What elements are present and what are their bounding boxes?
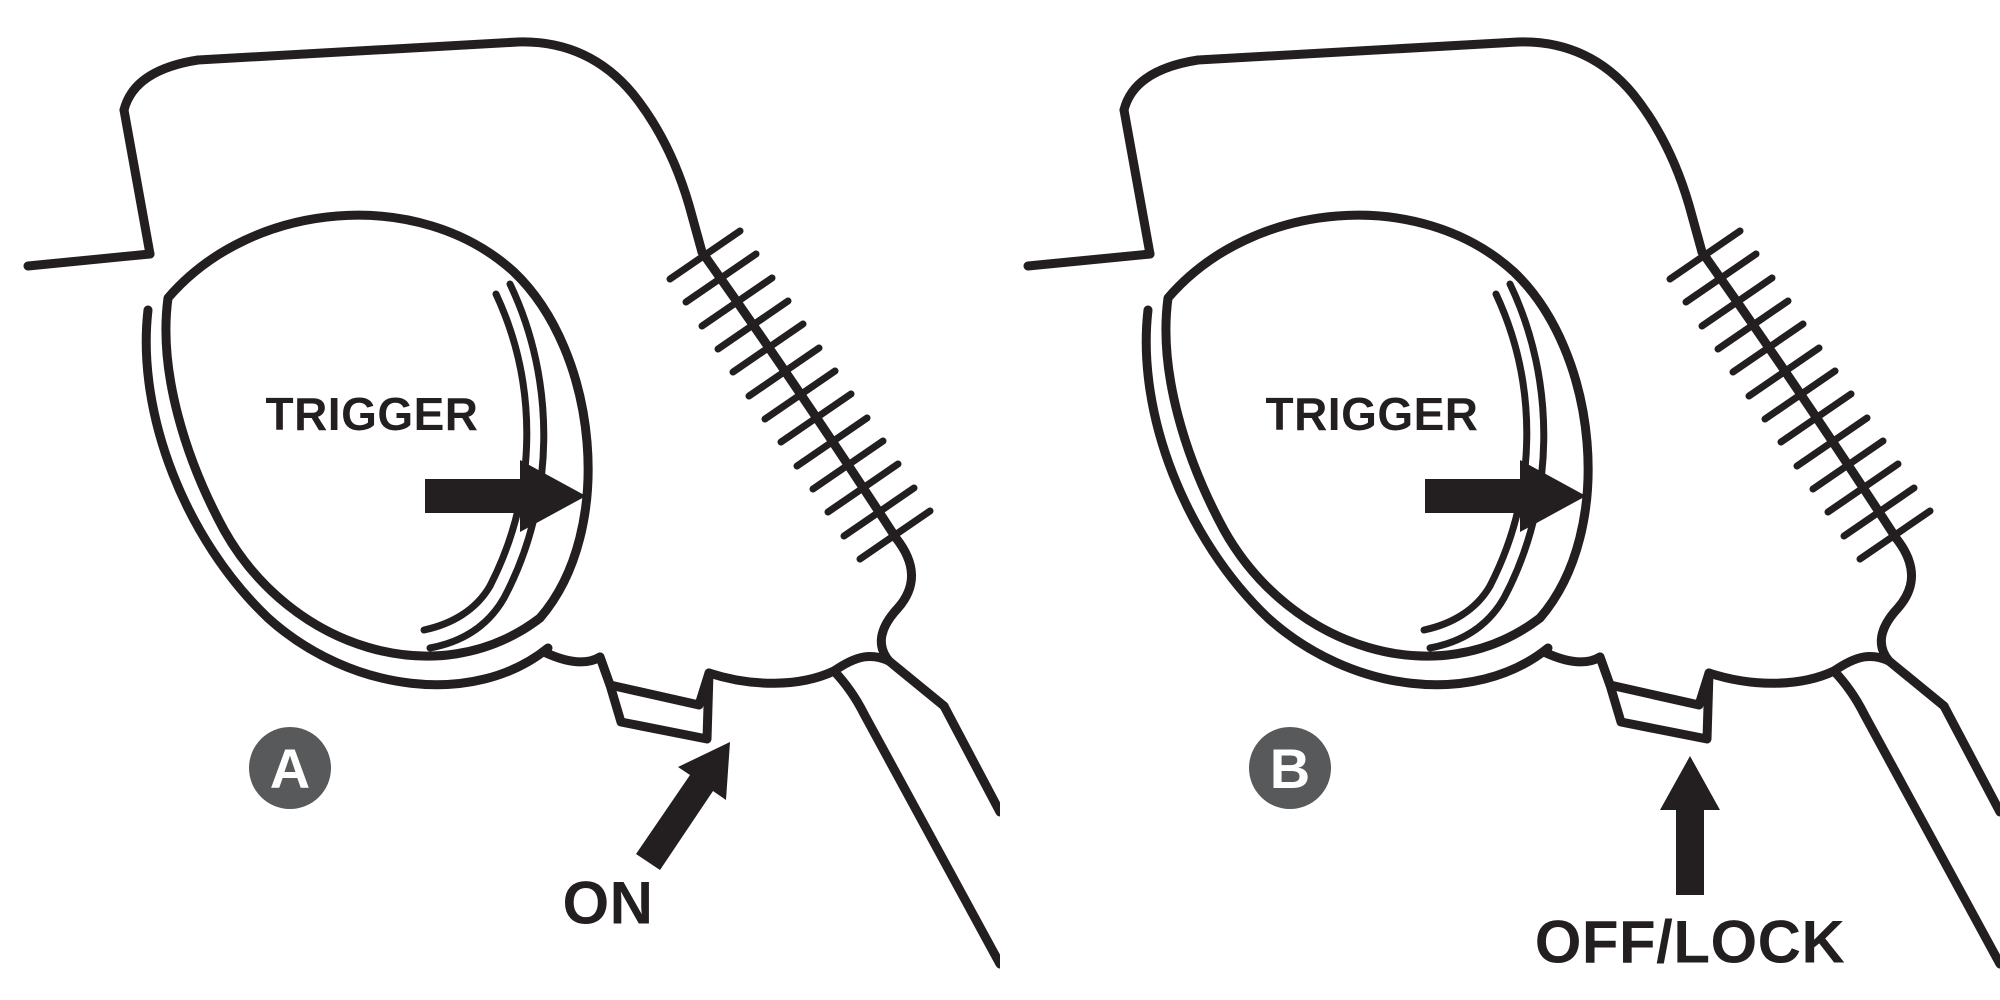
state-label-off-lock: OFF/LOCK [1534, 908, 1846, 976]
panel-b: TRIGGER B OFF/LOCK [1000, 0, 2000, 1000]
state-label-on: ON [562, 869, 654, 937]
trigger-label: TRIGGER [1265, 388, 1479, 440]
badge-a: A [249, 727, 331, 809]
panel-a: TRIGGER A ON [0, 0, 1000, 1000]
badge-b: B [1249, 727, 1331, 809]
spray-gun-handle-illustration [1000, 0, 2000, 1000]
trigger-label: TRIGGER [265, 388, 479, 440]
spray-gun-handle-illustration [0, 0, 1000, 1000]
